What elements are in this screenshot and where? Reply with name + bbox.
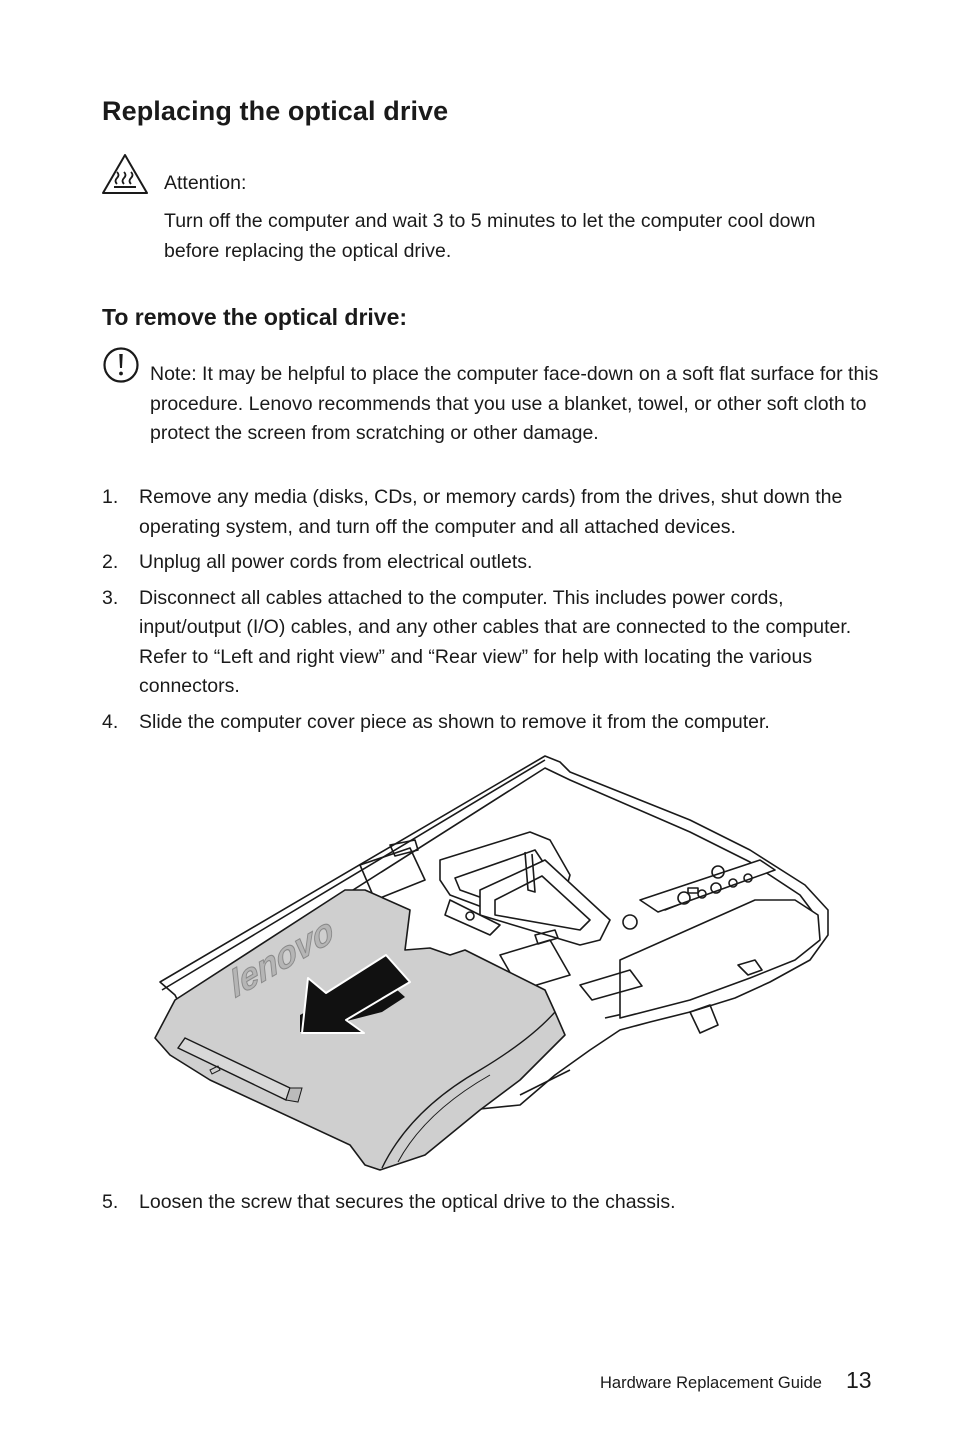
list-item: 2. Unplug all power cords from electrical… <box>102 548 882 578</box>
list-item: 1. Remove any media (disks, CDs, or memor… <box>102 483 882 542</box>
steps-list: 1. Remove any media (disks, CDs, or memor… <box>102 483 882 743</box>
page-number: 13 <box>846 1367 872 1393</box>
note-label: Note: <box>150 363 197 385</box>
step-text: Slide the computer cover piece as shown … <box>139 710 770 733</box>
step-number: 2. <box>102 551 119 573</box>
step-text: Remove any media (disks, CDs, or memory … <box>139 486 843 538</box>
attention-text: Turn off the computer and wait 3 to 5 mi… <box>164 210 816 262</box>
hot-surface-warning-icon <box>102 154 148 194</box>
attention-label: Attention: <box>164 172 247 194</box>
step-text: Unplug all power cords from electrical o… <box>139 551 533 573</box>
note-text: Note: It may be helpful to place the com… <box>150 360 880 449</box>
cover-removal-illustration: lenovo <box>154 755 829 1171</box>
step-text: Loosen the screw that secures the optica… <box>139 1191 676 1213</box>
step-number: 5. <box>102 1191 119 1213</box>
step-text: Disconnect all cables attached to the co… <box>139 586 852 698</box>
exclamation-circle-icon <box>103 347 139 383</box>
section-subtitle: To remove the optical drive: <box>102 304 408 330</box>
step-number: 1. <box>102 486 119 508</box>
step-number: 4. <box>102 710 119 733</box>
step-number: 3. <box>102 586 119 609</box>
list-item: 5. Loosen the screw that secures the opt… <box>102 1188 882 1218</box>
note-body: It may be helpful to place the computer … <box>150 363 879 444</box>
list-item: 4. Slide the computer cover piece as show… <box>102 708 882 738</box>
page-title: Replacing the optical drive <box>102 96 449 126</box>
footer-guide-title: Hardware Replacement Guide <box>600 1374 822 1392</box>
list-item: 3. Disconnect all cables attached to the … <box>102 584 882 702</box>
